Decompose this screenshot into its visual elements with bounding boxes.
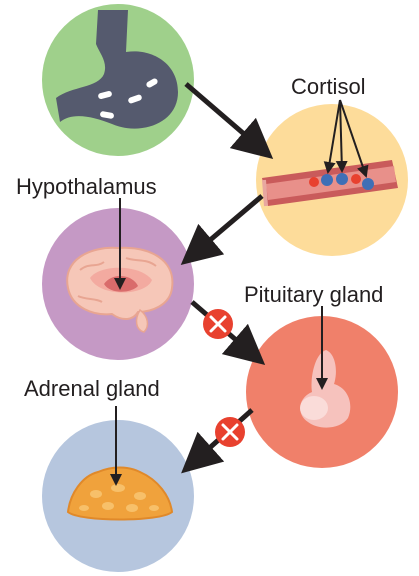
cortisol-node [256, 100, 408, 256]
pituitary-label: Pituitary gland [244, 284, 383, 306]
arrow-cortisol-to-hypothalamus [196, 196, 262, 252]
block-x-icon [215, 417, 245, 447]
blood-cell-red [309, 177, 319, 187]
stomach-node [42, 4, 194, 156]
cortisol-molecule [336, 173, 348, 185]
block-x-icon [203, 309, 233, 339]
cortisol-molecule [321, 174, 333, 186]
blood-cell-red [351, 174, 361, 184]
hypothalamus-label: Hypothalamus [16, 176, 157, 198]
adrenal-label: Adrenal gland [24, 378, 160, 400]
pituitary-node [246, 306, 398, 468]
hypothalamus-node [42, 198, 194, 360]
cortisol-label: Cortisol [291, 76, 366, 98]
arrow-stomach-to-cortisol [186, 84, 258, 146]
adrenal-node [42, 406, 194, 572]
cortisol-molecule [362, 178, 374, 190]
